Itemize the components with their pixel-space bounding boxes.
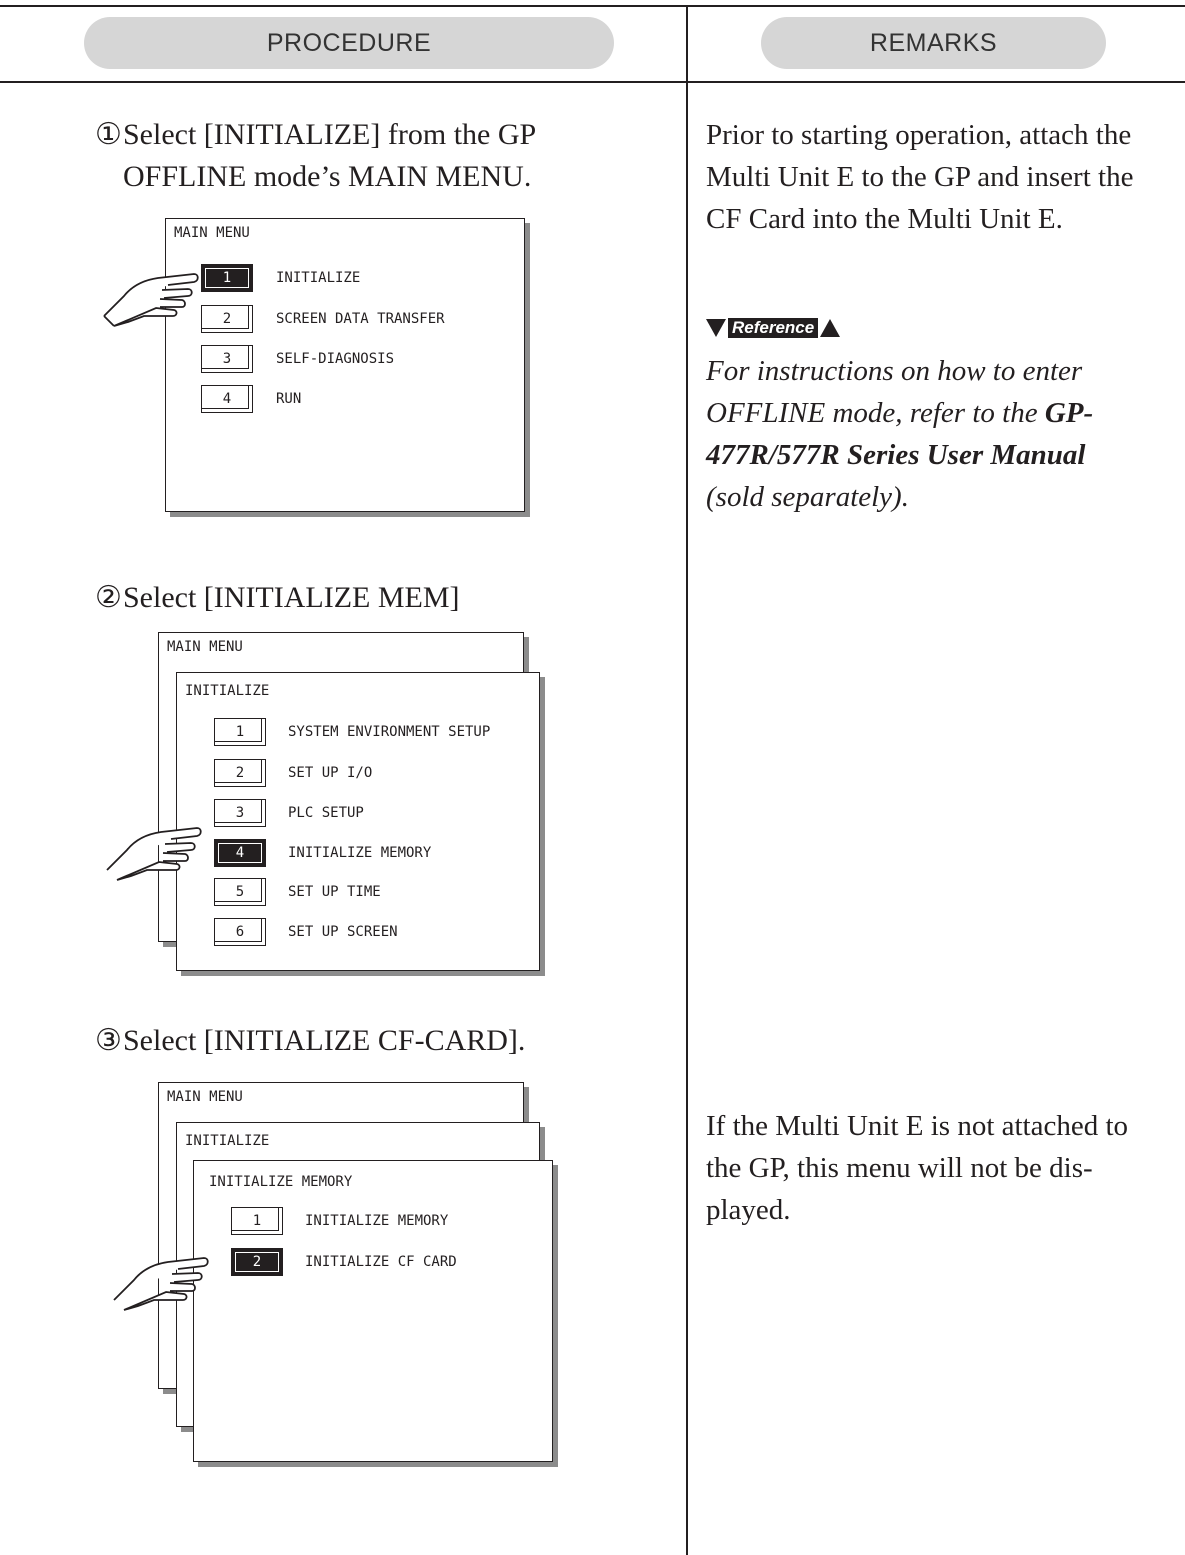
pointing-hand-icon	[113, 1257, 209, 1311]
remark-3-line: If the Multi Unit E is not attached to	[706, 1110, 1129, 1142]
menu-button-4[interactable]: 4	[201, 385, 253, 413]
step-3-line1: Select [INITIALIZE CF-CARD].	[123, 1024, 526, 1057]
menu-label-system-environment-setup: SYSTEM ENVIRONMENT SETUP	[288, 724, 491, 740]
remark-1-line: Prior to starting operation, attach the	[706, 119, 1132, 151]
mid-screen-title: INITIALIZE	[185, 1133, 270, 1149]
initialize-memory-screen: INITIALIZE MEMORY 1 INITIALIZE MEMORY 2 …	[193, 1160, 553, 1462]
menu-label-set-up-time: SET UP TIME	[288, 884, 381, 900]
back-screen-title: MAIN MENU	[167, 639, 243, 655]
header-bottom-rule	[0, 81, 1185, 83]
menu-label-self-diagnosis: SELF-DIAGNOSIS	[276, 351, 395, 367]
step-2: ②Select [INITIALIZE MEM]	[95, 577, 460, 619]
down-triangle-icon	[706, 319, 726, 337]
reference-line-text: OFFLINE mode, refer to the	[706, 397, 1045, 429]
menu-label-plc-setup: PLC SETUP	[288, 805, 364, 821]
step-1: ①Select [INITIALIZE] from the GP OFFLINE…	[95, 114, 536, 198]
menu-label-screen-data-transfer: SCREEN DATA TRANSFER	[276, 311, 445, 327]
manual-title: 477R/577R Series User Manual	[706, 439, 1086, 471]
reference-badge: Reference	[706, 317, 871, 339]
menu-button-5[interactable]: 5	[214, 878, 266, 906]
main-menu-screen: MAIN MENU 1 INITIALIZE 2 SCREEN DATA TRA…	[165, 218, 525, 512]
column-divider	[686, 5, 688, 1555]
remark-3-line: the GP, this menu will not be dis-	[706, 1152, 1093, 1184]
back-screen-title: MAIN MENU	[167, 1089, 243, 1105]
screen-title: MAIN MENU	[174, 225, 250, 241]
manual-title-part: GP-	[1044, 397, 1094, 429]
menu-button-2[interactable]: 2	[201, 305, 253, 333]
menu-button-2[interactable]: 2	[231, 1248, 283, 1276]
menu-label-initialize-memory: INITIALIZE MEMORY	[288, 845, 432, 861]
reference-line: OFFLINE mode, refer to the GP-	[706, 392, 1093, 434]
step-1-line2: OFFLINE mode’s MAIN MENU.	[123, 160, 532, 193]
menu-label-set-up-io: SET UP I/O	[288, 765, 373, 781]
menu-button-6[interactable]: 6	[214, 918, 266, 946]
step-3-number: ③	[95, 1024, 122, 1057]
menu-button-1[interactable]: 1	[201, 264, 253, 292]
step-1-number: ①	[95, 118, 122, 151]
menu-button-3[interactable]: 3	[214, 799, 266, 827]
remarks-header: REMARKS	[761, 17, 1106, 69]
menu-button-4[interactable]: 4	[214, 839, 266, 867]
reference-line: 477R/577R Series User Manual	[706, 434, 1093, 476]
remark-1-line: CF Card into the Multi Unit E.	[706, 203, 1063, 235]
menu-label-set-up-screen: SET UP SCREEN	[288, 924, 398, 940]
menu-label-initialize-memory: INITIALIZE MEMORY	[305, 1213, 449, 1229]
screen-title: INITIALIZE	[185, 683, 270, 699]
menu-button-1[interactable]: 1	[214, 718, 266, 746]
remark-3-line: played.	[706, 1194, 791, 1226]
reference-note: For instructions on how to enter OFFLINE…	[706, 350, 1093, 518]
step-3: ③Select [INITIALIZE CF-CARD].	[95, 1020, 525, 1062]
menu-button-3[interactable]: 3	[201, 345, 253, 373]
procedure-header: PROCEDURE	[84, 17, 614, 69]
menu-label-run: RUN	[276, 391, 302, 407]
pointing-hand-icon	[103, 273, 199, 327]
step-2-number: ②	[95, 581, 122, 614]
menu-button-1[interactable]: 1	[231, 1207, 283, 1235]
reference-line: (sold separately).	[706, 481, 909, 513]
reference-line: For instructions on how to enter	[706, 355, 1083, 387]
menu-label-initialize-cf-card: INITIALIZE CF CARD	[305, 1254, 457, 1270]
reference-label: Reference	[728, 318, 819, 338]
remark-1-line: Multi Unit E to the GP and insert the	[706, 161, 1134, 193]
step-2-line1: Select [INITIALIZE MEM]	[123, 581, 460, 614]
menu-button-2[interactable]: 2	[214, 759, 266, 787]
pointing-hand-icon	[106, 827, 202, 881]
screen-title: INITIALIZE MEMORY	[209, 1174, 353, 1190]
remark-1: Prior to starting operation, attach the …	[706, 114, 1133, 240]
initialize-screen: INITIALIZE 1 SYSTEM ENVIRONMENT SETUP 2 …	[176, 672, 540, 971]
up-triangle-icon	[820, 319, 841, 337]
table-top-rule	[0, 5, 1185, 7]
step-1-line1: Select [INITIALIZE] from the GP	[123, 118, 537, 151]
menu-label-initialize: INITIALIZE	[276, 270, 361, 286]
remark-3: If the Multi Unit E is not attached to t…	[706, 1105, 1128, 1231]
